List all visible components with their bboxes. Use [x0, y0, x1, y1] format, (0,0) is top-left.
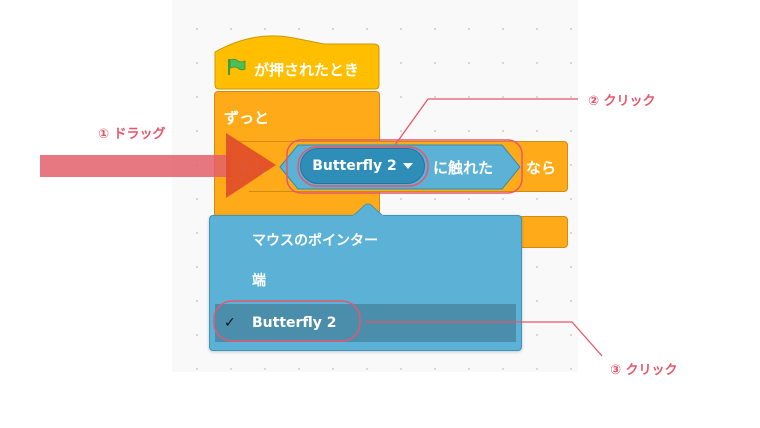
- annotation-step2: ② クリック: [588, 94, 656, 109]
- caret-down-icon: [402, 163, 413, 169]
- menu-item-mouse-pointer[interactable]: マウスのポインター: [210, 222, 521, 260]
- green-flag-icon: [226, 58, 246, 80]
- menu-item-edge[interactable]: 端: [210, 262, 521, 300]
- menu-item-label: Butterfly 2: [252, 315, 337, 331]
- forever-label: ずっと: [224, 109, 270, 127]
- then-label: なら: [526, 159, 557, 177]
- if-label: もし: [238, 159, 269, 177]
- touching-label: に触れた: [433, 159, 494, 177]
- check-icon: ✓: [224, 315, 236, 331]
- annotation-step3: ③ クリック: [610, 363, 678, 378]
- dropdown-menu: マウスのポインター 端 ✓ Butterfly 2: [209, 215, 522, 351]
- menu-item-butterfly-2[interactable]: ✓ Butterfly 2: [215, 304, 516, 342]
- menu-item-label: 端: [252, 273, 266, 289]
- dropdown-value: Butterfly 2: [312, 158, 397, 174]
- hat-label: が押されたとき: [254, 61, 360, 79]
- annotation-step1: ① ドラッグ: [98, 127, 166, 142]
- hat-shape: [214, 35, 380, 90]
- sprite-dropdown[interactable]: Butterfly 2: [300, 148, 425, 184]
- menu-item-label: マウスのポインター: [252, 233, 378, 249]
- when-flag-clicked-block[interactable]: が押されたとき: [214, 30, 380, 90]
- menu-notch: [353, 203, 383, 217]
